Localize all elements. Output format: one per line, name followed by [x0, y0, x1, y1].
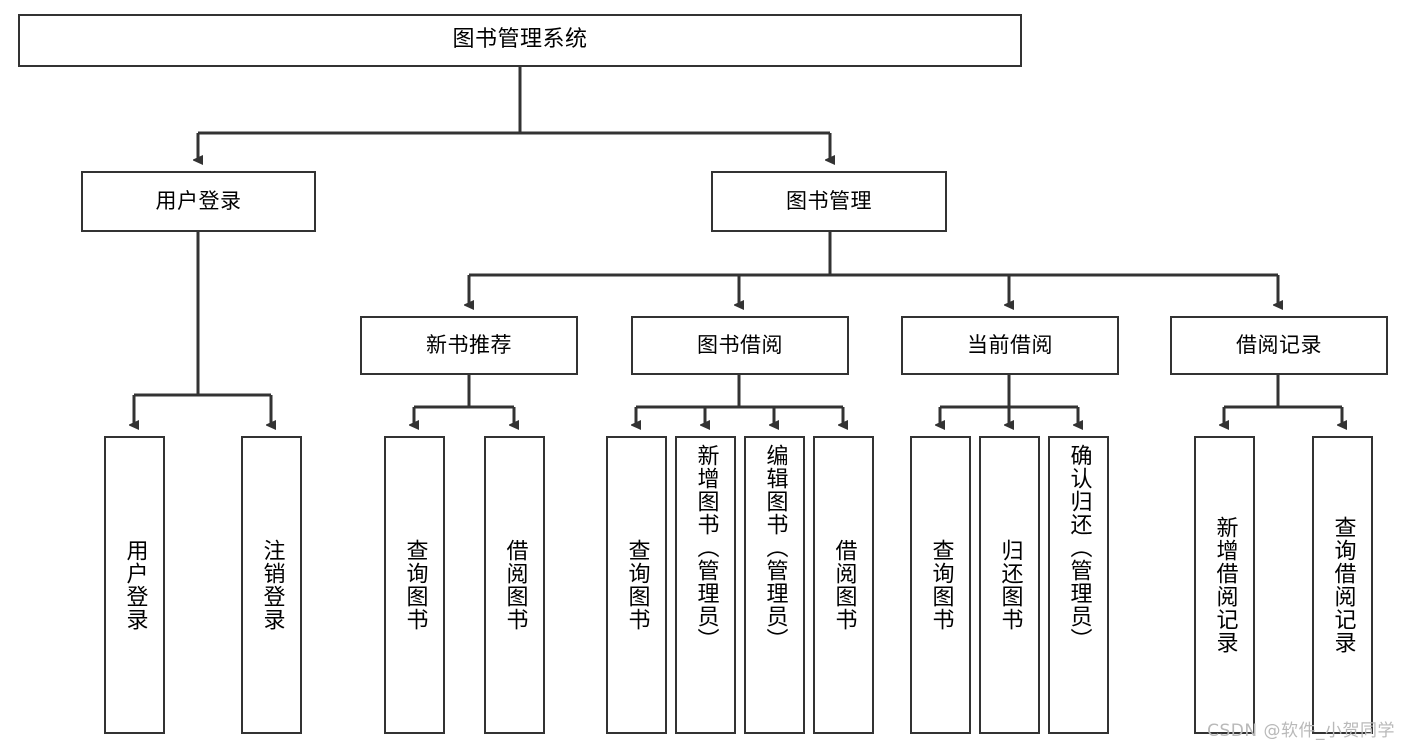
- node-book-manage-label: 图书管理: [786, 188, 872, 213]
- node-leaf-borrow-add-book[interactable]: 新增图书（管理员）: [675, 436, 736, 734]
- node-leaf-rec-add-record[interactable]: 新增借阅记录: [1194, 436, 1255, 734]
- node-leaf-cur-query-book-label: 查询图书: [928, 539, 954, 631]
- node-leaf-rec-query-book[interactable]: 查询图书: [384, 436, 445, 734]
- node-leaf-borrow-query-book-label: 查询图书: [624, 539, 650, 631]
- node-leaf-user-login[interactable]: 用户登录: [104, 436, 165, 734]
- node-leaf-rec-add-record-label: 新增借阅记录: [1212, 516, 1238, 654]
- node-leaf-cur-confirm-return-label: 确认归还（管理员）: [1066, 444, 1092, 651]
- node-leaf-borrow-edit-book[interactable]: 编辑图书（管理员）: [744, 436, 805, 734]
- node-leaf-rec-borrow-book[interactable]: 借阅图书: [484, 436, 545, 734]
- node-leaf-cur-return-book-label: 归还图书: [997, 539, 1023, 631]
- node-leaf-user-login-label: 用户登录: [122, 539, 148, 631]
- node-leaf-rec-query-book-label: 查询图书: [402, 539, 428, 631]
- node-leaf-user-logout[interactable]: 注销登录: [241, 436, 302, 734]
- node-leaf-rec-query-record-label: 查询借阅记录: [1330, 516, 1356, 654]
- node-leaf-rec-query-record[interactable]: 查询借阅记录: [1312, 436, 1373, 734]
- node-book-borrow-label: 图书借阅: [697, 332, 783, 357]
- watermark-text: CSDN @软件_小贺同学: [1207, 721, 1395, 741]
- node-leaf-cur-return-book[interactable]: 归还图书: [979, 436, 1040, 734]
- node-leaf-cur-query-book[interactable]: 查询图书: [910, 436, 971, 734]
- node-current-borrow[interactable]: 当前借阅: [901, 316, 1119, 375]
- node-leaf-borrow-query-book[interactable]: 查询图书: [606, 436, 667, 734]
- node-current-borrow-label: 当前借阅: [967, 332, 1053, 357]
- node-leaf-rec-borrow-book-label: 借阅图书: [502, 539, 528, 631]
- node-book-manage[interactable]: 图书管理: [711, 171, 947, 232]
- node-borrow-record[interactable]: 借阅记录: [1170, 316, 1388, 375]
- node-new-book-recommend-label: 新书推荐: [426, 332, 512, 357]
- node-leaf-borrow-edit-book-label: 编辑图书（管理员）: [762, 444, 788, 651]
- node-leaf-borrow-add-book-label: 新增图书（管理员）: [693, 444, 719, 651]
- node-borrow-record-label: 借阅记录: [1236, 332, 1322, 357]
- node-leaf-borrow-borrow-book[interactable]: 借阅图书: [813, 436, 874, 734]
- node-leaf-borrow-borrow-book-label: 借阅图书: [831, 539, 857, 631]
- node-root-label: 图书管理系统: [452, 27, 588, 53]
- node-user-login[interactable]: 用户登录: [81, 171, 316, 232]
- node-leaf-cur-confirm-return[interactable]: 确认归还（管理员）: [1048, 436, 1109, 734]
- node-new-book-recommend[interactable]: 新书推荐: [360, 316, 578, 375]
- node-user-login-label: 用户登录: [155, 188, 242, 213]
- node-leaf-user-logout-label: 注销登录: [259, 539, 285, 631]
- node-book-borrow[interactable]: 图书借阅: [631, 316, 849, 375]
- node-root[interactable]: 图书管理系统: [18, 14, 1022, 67]
